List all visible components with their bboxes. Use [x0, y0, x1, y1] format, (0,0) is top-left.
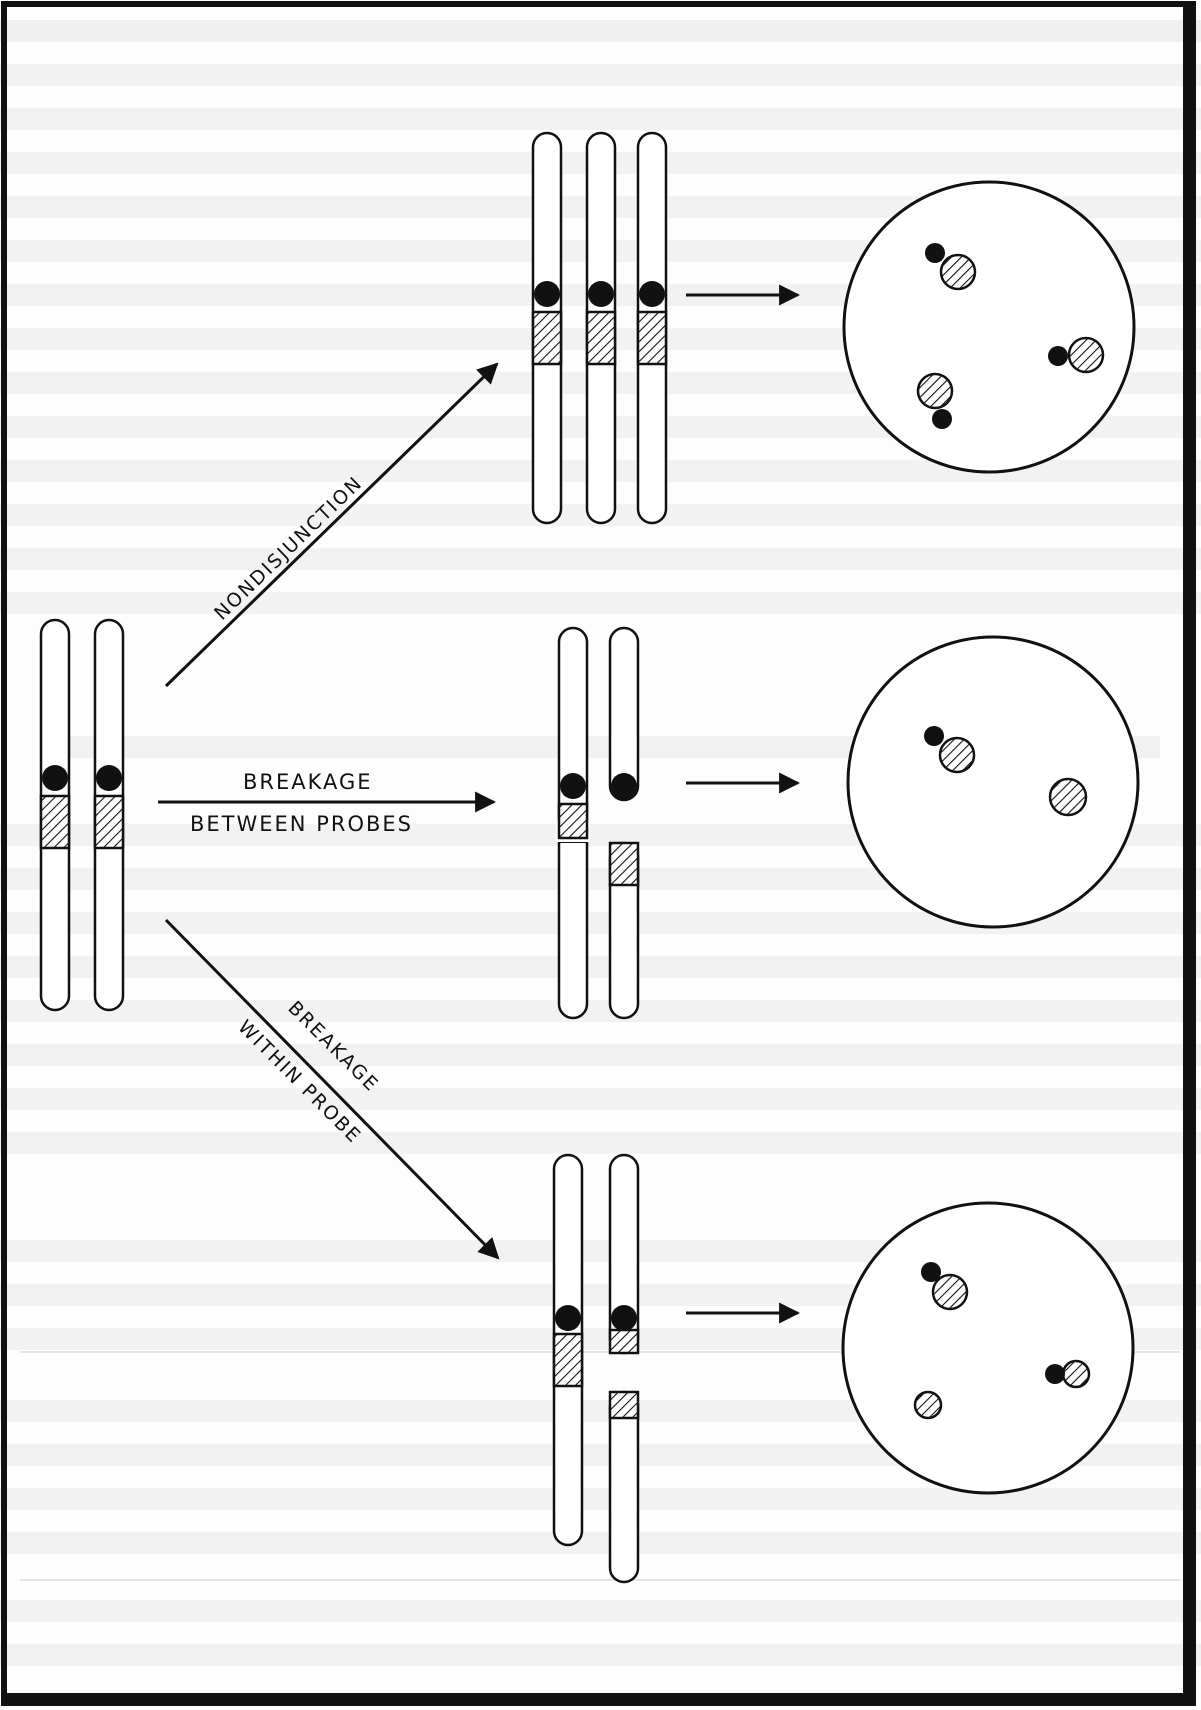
centromere-dot-icon [611, 773, 637, 799]
hatched-probe-icon [610, 1330, 638, 1353]
chromosome-broken [556, 628, 590, 1018]
centromere-dot-icon [560, 773, 586, 799]
original-chromosome-left [41, 620, 69, 1010]
chromosome [554, 1155, 582, 1545]
original-chromosome-pair [41, 620, 123, 1010]
hatched-probe-icon [638, 312, 666, 364]
centromere-dot-icon [639, 281, 665, 307]
signal-hatched-only [1050, 779, 1086, 815]
hatched-probe-icon [533, 312, 561, 364]
breakage-between-label-line2: BETWEEN PROBES [190, 812, 413, 836]
frame-shadow-right [1183, 4, 1193, 1703]
original-chromosome-right [95, 620, 123, 1010]
hatched-probe-icon [610, 843, 638, 885]
centromere-dot-icon [42, 765, 68, 791]
chromosome-fragment [610, 843, 638, 1018]
hatched-probe-icon [41, 796, 69, 848]
breakage-within-chromosomes [554, 1155, 638, 1582]
centromere-dot-icon [96, 765, 122, 791]
hatched-probe-icon [95, 796, 123, 848]
centromere-dot-icon [555, 1305, 581, 1331]
hatched-probe-icon [587, 312, 615, 364]
centromere-dot-icon [588, 281, 614, 307]
frame-shadow-bottom [4, 1693, 1193, 1703]
chromosome-centric-segment [610, 628, 638, 800]
chromosome-centric-segment [610, 1155, 638, 1353]
hatched-probe-icon [610, 1392, 638, 1418]
chromosome [638, 133, 666, 523]
centromere-dot-icon [611, 1305, 637, 1331]
breakage-between-label-line1: BREAKAGE [243, 770, 373, 794]
hatched-probe-icon [554, 1334, 582, 1386]
nucleus-breakage-within [843, 1203, 1133, 1493]
nucleus-breakage-between [848, 637, 1138, 927]
hatched-probe-icon [559, 804, 587, 838]
signal-paired [1045, 1361, 1089, 1387]
chromosome [533, 133, 561, 523]
breakage-within-label-line2: WITHIN PROBE [233, 1016, 365, 1148]
nondisjunction-chromosomes [533, 133, 666, 523]
chromosome [587, 133, 615, 523]
chromosome-fragment [610, 1392, 638, 1582]
signal-hatched-only [915, 1392, 941, 1418]
centromere-dot-icon [534, 281, 560, 307]
nucleus-nondisjunction [844, 182, 1134, 472]
